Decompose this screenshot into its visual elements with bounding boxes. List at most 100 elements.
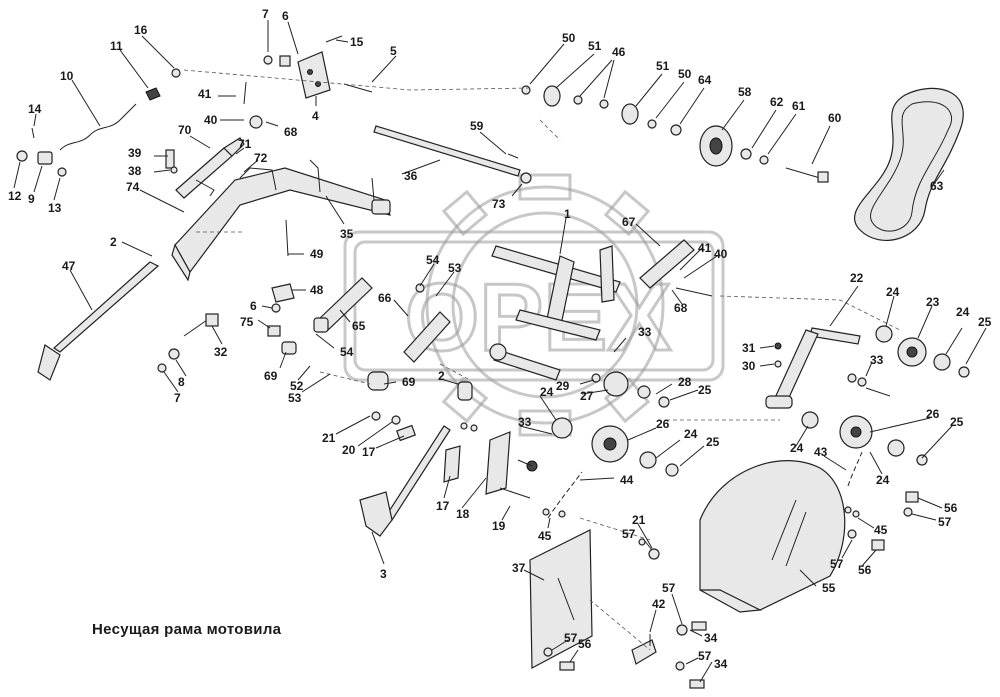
callout-53: 53 [288,391,302,405]
callout-25b: 25 [706,435,720,449]
callout-67: 67 [622,215,636,229]
callout-38: 38 [128,164,142,178]
callout-18: 18 [456,507,470,521]
callout-37: 37 [512,561,526,575]
cylinder-66 [403,283,451,363]
callout-8: 8 [178,375,185,389]
callout-68b: 68 [674,301,688,315]
callout-1: 1 [564,207,571,221]
callout-23: 23 [926,295,940,309]
callout-58: 58 [738,85,752,99]
callout-31: 31 [742,341,756,355]
callout-9: 9 [28,192,35,206]
callout-40b: 40 [714,247,728,261]
callout-75: 75 [240,315,254,329]
callout-57: 57 [938,515,952,529]
frame-arm-35 [171,159,391,282]
callout-labels: 7 6 16 15 11 5 10 41 40 4 14 68 70 71 39… [8,7,992,671]
callout-72: 72 [254,151,268,165]
callout-46: 46 [612,45,626,59]
callout-57b: 57 [830,557,844,571]
support-bar-47 [37,261,160,381]
callout-71: 71 [238,137,252,151]
callout-21b: 21 [632,513,646,527]
callout-57e: 57 [564,631,578,645]
callout-25: 25 [698,383,712,397]
callout-7b: 7 [174,391,181,405]
callout-11: 11 [110,39,123,53]
callout-14: 14 [28,102,42,116]
small-fasteners-bottom [542,491,919,689]
callout-34b: 34 [714,657,728,671]
callout-12: 12 [8,189,22,203]
callout-26b: 26 [926,407,940,421]
reel-frame-1 [489,245,621,381]
callout-41b: 41 [698,241,712,255]
callout-43: 43 [814,445,828,459]
callout-33c: 33 [870,353,884,367]
callout-4: 4 [312,109,319,123]
callout-66: 66 [378,291,392,305]
bearing-stack-top [521,85,829,183]
callout-48: 48 [310,283,324,297]
callout-64: 64 [698,73,712,87]
callout-2: 2 [110,235,117,249]
pivot-bracket-22 [765,327,861,409]
callout-59: 59 [470,119,484,133]
plates-17-18 [371,411,538,499]
cylinder-65 [313,277,373,333]
callout-25c: 25 [978,315,992,329]
callout-60: 60 [828,111,842,125]
callout-56c: 56 [578,637,592,651]
callout-33: 33 [638,325,652,339]
callout-54: 54 [340,345,354,359]
cylinder-67 [639,239,713,297]
callout-2b: 2 [438,369,445,383]
callout-6b: 6 [250,299,257,313]
hydraulic-cylinder-70 [175,81,263,199]
callout-70: 70 [178,123,192,137]
callout-57c: 57 [622,527,636,541]
bracket-42 [631,634,657,665]
callout-13: 13 [48,201,62,215]
callout-56: 56 [944,501,958,515]
callout-73: 73 [492,197,506,211]
callout-21: 21 [322,431,336,445]
callout-57d: 57 [662,581,676,595]
callout-61: 61 [792,99,806,113]
callout-33b: 33 [518,415,532,429]
callout-24f: 24 [876,473,890,487]
callout-30: 30 [742,359,756,373]
callout-65: 65 [352,319,366,333]
lever-arm-3 [359,425,451,537]
callout-7: 7 [262,7,269,21]
spring-assembly-10 [59,68,181,151]
callout-20: 20 [342,443,356,457]
callout-69: 69 [264,369,278,383]
callout-24: 24 [540,385,554,399]
callout-62: 62 [770,95,784,109]
assembly-guide-lines [183,69,901,651]
callout-50: 50 [562,31,576,45]
sprocket-group-right [801,325,970,466]
callout-6: 6 [282,9,289,23]
bracket-4 [263,35,373,99]
callout-24d: 24 [956,305,970,319]
callout-56b: 56 [858,563,872,577]
callout-51: 51 [588,39,602,53]
callout-47: 47 [62,259,76,273]
callout-53b: 53 [448,261,462,275]
callout-51b: 51 [656,59,670,73]
callout-26: 26 [656,417,670,431]
fasteners-9-12-13-14 [16,127,67,177]
chain-44 [547,451,863,519]
callout-22: 22 [850,271,864,285]
callout-25d: 25 [950,415,964,429]
callout-17b: 17 [436,499,450,513]
callout-32: 32 [214,345,228,359]
callout-24b: 24 [684,427,698,441]
callout-44: 44 [620,473,634,487]
callout-24e: 24 [790,441,804,455]
callout-10: 10 [60,69,74,83]
cover-plate-37 [529,529,593,669]
